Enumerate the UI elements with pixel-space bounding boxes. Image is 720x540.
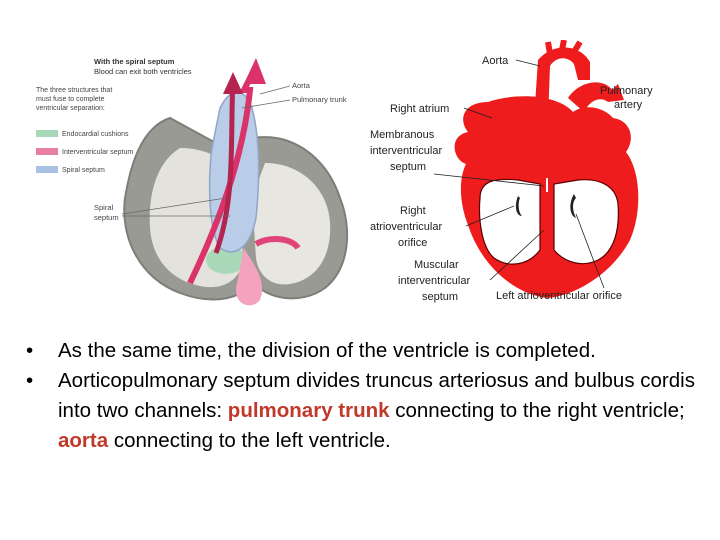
bullet-text-2b: connecting to the right ventricle; — [389, 399, 685, 422]
right-ventricle-cavity — [478, 178, 541, 265]
label-right-av-line2: atrioventricular — [370, 221, 442, 233]
figure-heading-line2: Blood can exit both ventricles — [94, 67, 192, 76]
label-right-av-line1: Right — [400, 205, 426, 217]
pulmonary-artery-vessel — [568, 82, 624, 112]
label-membranous-line3: septum — [390, 161, 426, 173]
leader-aorta — [259, 85, 291, 95]
label-spiral-septum-line1: Spiral — [94, 203, 114, 212]
spiral-septum-diagram: With the spiral septum Blood can exit bo… — [36, 57, 349, 306]
figure-heading-line1: With the spiral septum — [94, 57, 175, 66]
bullet-text-2c: connecting to the left ventricle. — [108, 429, 391, 452]
leader-muscular — [489, 229, 545, 281]
label-aorta: Aorta — [292, 81, 311, 90]
left-av-orifice — [570, 194, 576, 218]
right-av-orifice — [515, 196, 522, 216]
label-muscular-line3: septum — [422, 291, 458, 303]
label-membranous-line1: Membranous — [370, 129, 435, 141]
leader-right-atrium — [463, 107, 493, 119]
term-pulmonary-trunk: pulmonary trunk — [227, 399, 390, 422]
bullet-list: • As the same time, the division of the … — [20, 336, 710, 456]
aorta-vessel — [534, 47, 590, 120]
term-aorta: aorta — [58, 429, 109, 452]
legend-swatch-spiral — [36, 166, 58, 173]
intro-line1: The three structures that — [36, 87, 112, 94]
legend-label-endocardial: Endocardial cushions — [62, 131, 129, 138]
label-pulmonary-line1: Pulmonary — [600, 85, 653, 97]
ventricle-cavity-right — [252, 163, 331, 285]
legend-swatch-interventricular — [36, 148, 58, 155]
label-aorta: Aorta — [482, 55, 509, 67]
bullet-glyph: • — [26, 369, 34, 392]
label-right-av-line3: orifice — [398, 237, 427, 249]
right-ventricle-flow-arrow — [254, 236, 301, 250]
intro-line2: must fuse to complete — [36, 96, 105, 103]
legend-swatch-endocardial — [36, 130, 58, 137]
label-muscular-line1: Muscular — [414, 259, 459, 271]
leader-right-av — [465, 205, 515, 227]
pulmonary-trunk-flow-arrow — [213, 77, 236, 254]
label-right-atrium: Right atrium — [390, 103, 449, 115]
legend-label-interventricular: Interventricular septum — [62, 149, 133, 156]
bullet-text-2a: Aorticopulmonary septum divides truncus … — [58, 369, 695, 422]
leader-left-av — [575, 213, 605, 289]
aorta-branches — [545, 40, 583, 55]
label-pulmonary-line2: artery — [614, 99, 643, 111]
bullet-text-1: As the same time, the division of the ve… — [58, 339, 596, 362]
heart-septum-diagram: Aorta Pulmonary artery Right atrium Memb… — [370, 40, 653, 303]
interventricular-septum-shape — [235, 248, 263, 306]
label-pulmonary-trunk: Pulmonary trunk — [292, 95, 347, 104]
label-left-av: Left atrioventricular orifice — [496, 290, 622, 302]
leader-spiral-septum — [121, 197, 227, 215]
bullet-item-1: • As the same time, the division of the … — [20, 336, 710, 366]
leader-pulmonary-trunk — [241, 99, 291, 109]
left-ventricle-cavity — [553, 179, 619, 265]
bullet-glyph: • — [26, 339, 34, 362]
aorta-flow-arrow — [187, 64, 259, 285]
leader-aorta — [515, 59, 541, 67]
intro-line3: ventricular separation: — [36, 105, 105, 112]
label-spiral-septum-line2: septum — [94, 213, 119, 222]
bullet-item-2: • Aorticopulmonary septum divides truncu… — [20, 366, 710, 456]
leader-membranous — [433, 173, 545, 187]
label-membranous-line2: interventricular — [370, 145, 442, 157]
label-muscular-line2: interventricular — [398, 275, 470, 287]
legend-label-spiral: Spiral septum — [62, 167, 105, 174]
